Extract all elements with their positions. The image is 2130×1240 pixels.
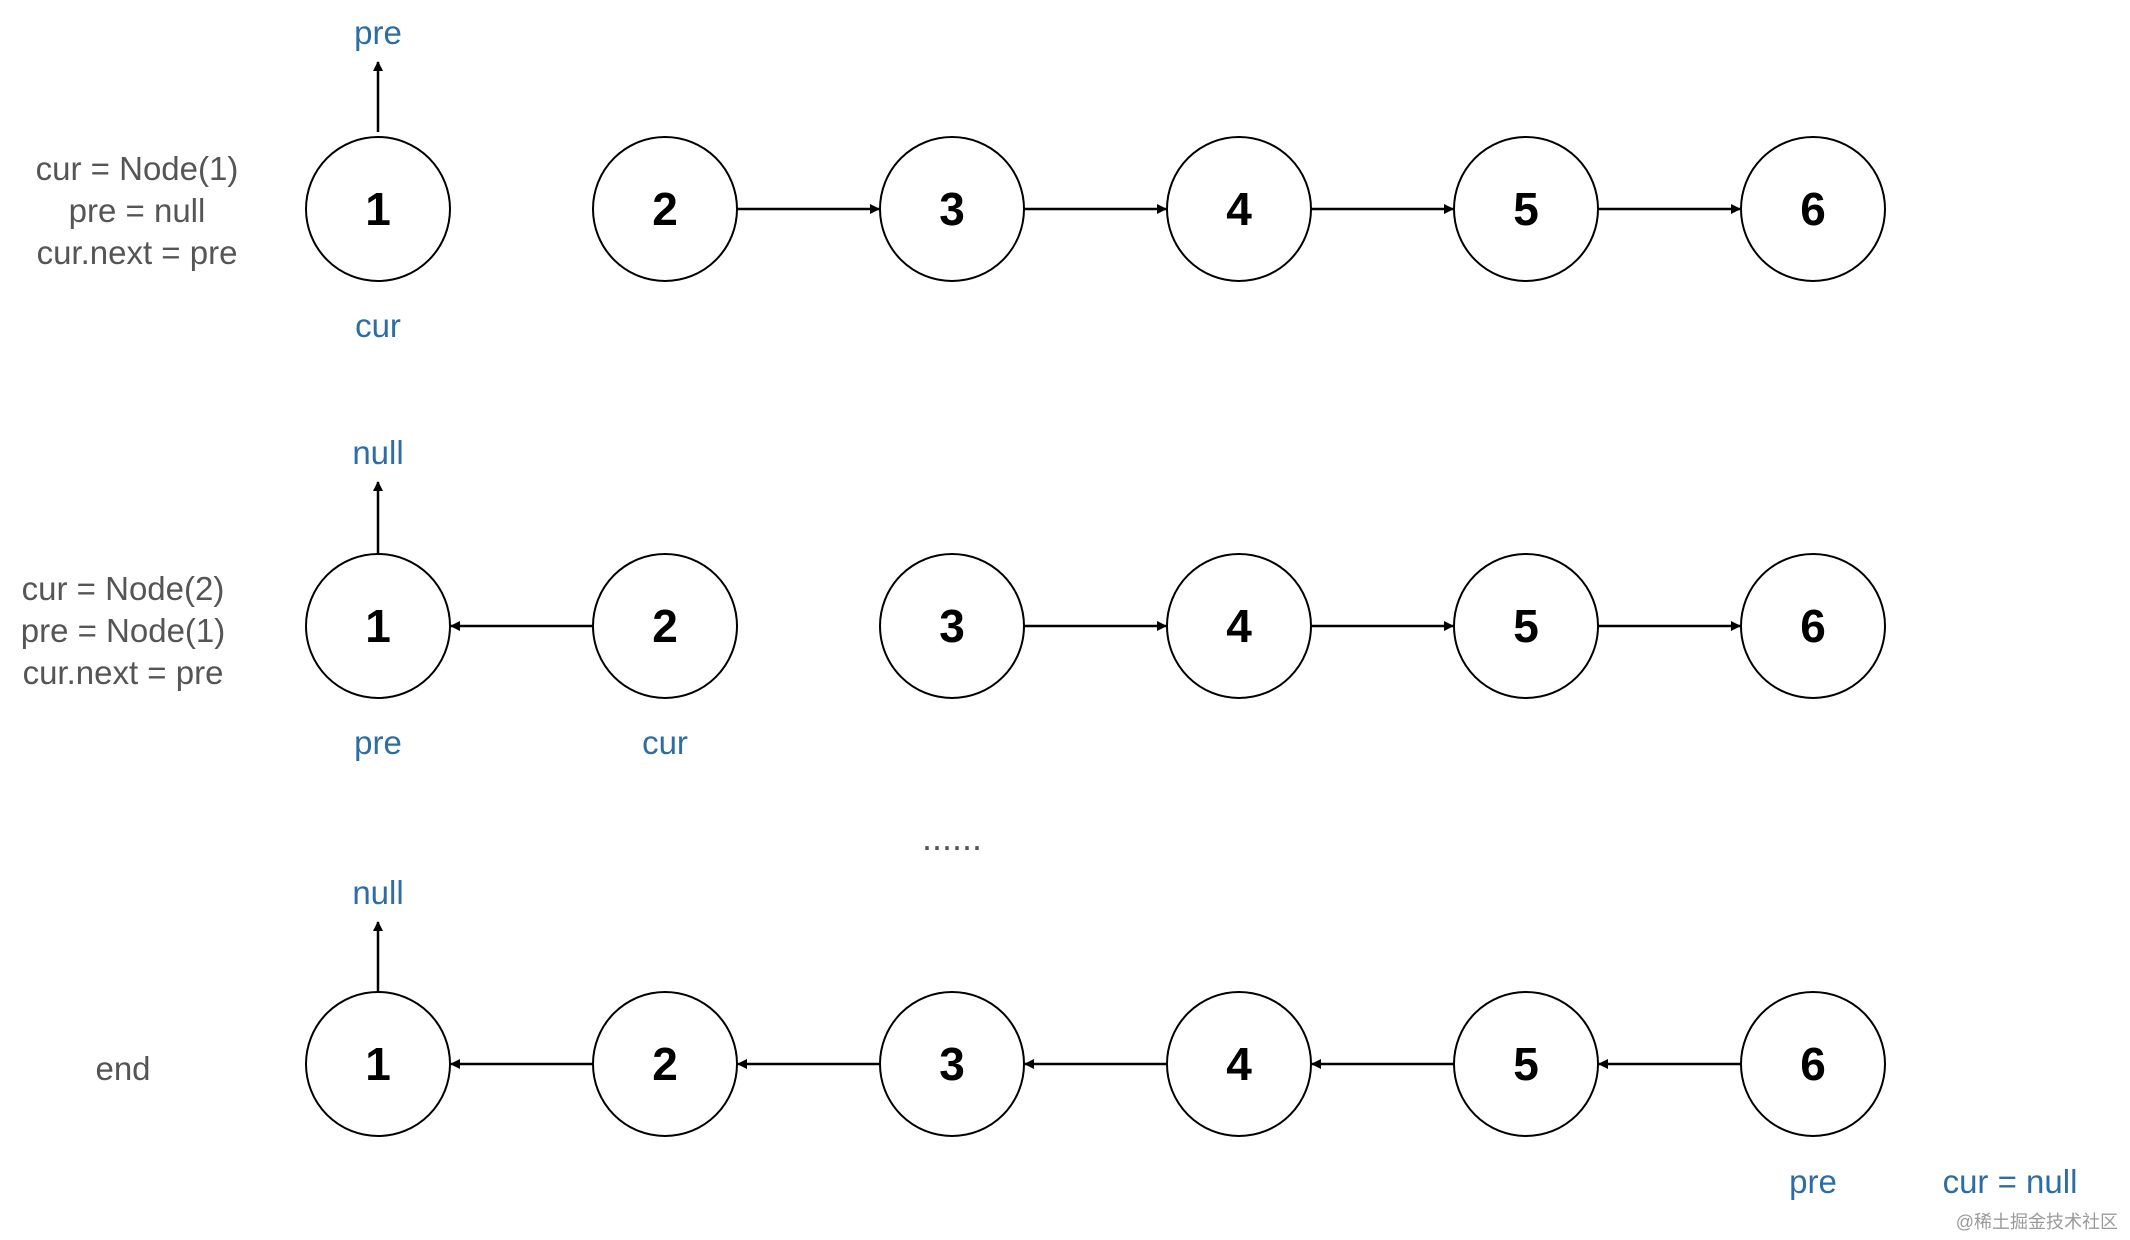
- row-3-node-value: 2: [652, 1038, 678, 1090]
- row-1-node: 2: [592, 136, 738, 282]
- row-3-node-value: 6: [1800, 1038, 1826, 1090]
- row-3-node: 6: [1740, 991, 1886, 1137]
- row-2-node-value: 3: [939, 600, 965, 652]
- ellipsis: ......: [922, 817, 982, 858]
- row-3: end null pre cur = null 1 2 3 4 5 6: [95, 874, 2077, 1200]
- row-2-pre-label: pre: [354, 724, 402, 761]
- row-2-node-circle: [1740, 553, 1886, 699]
- row-1-node-value: 5: [1513, 183, 1539, 235]
- row-2-node: 5: [1453, 553, 1599, 699]
- row-1-cur-label: cur: [355, 307, 401, 344]
- row-1-note-next: cur.next = pre: [37, 234, 238, 271]
- row-3-pre-label: pre: [1789, 1163, 1837, 1200]
- row-3-node: 5: [1453, 991, 1599, 1137]
- row-1-node-value: 6: [1800, 183, 1826, 235]
- row-2-node: 4: [1166, 553, 1312, 699]
- row-1-node-value: 2: [652, 183, 678, 235]
- row-1: cur = Node(1) pre = null cur.next = pre …: [36, 14, 1886, 344]
- row-1-node-circle: [1740, 136, 1886, 282]
- row-1-node: 4: [1166, 136, 1312, 282]
- row-2-node-value: 5: [1513, 600, 1539, 652]
- row-1-node-value: 1: [365, 183, 391, 235]
- row-1-note-pre: pre = null: [69, 192, 206, 229]
- row-1-pre-label: pre: [354, 14, 402, 51]
- row-3-node: 2: [592, 991, 738, 1137]
- row-1-node: 3: [879, 136, 1025, 282]
- row-2-node-value: 1: [365, 600, 391, 652]
- row-3-node: 4: [1166, 991, 1312, 1137]
- row-1-node-circle: [305, 136, 451, 282]
- row-2-node: 3: [879, 553, 1025, 699]
- row-2-null-label: null: [352, 434, 403, 471]
- row-3-node-value: 5: [1513, 1038, 1539, 1090]
- row-1-note-cur: cur = Node(1): [36, 150, 239, 187]
- row-2-note-pre: pre = Node(1): [21, 612, 226, 649]
- row-3-null-label: null: [352, 874, 403, 911]
- row-2-note-next: cur.next = pre: [23, 654, 224, 691]
- row-2-note-cur: cur = Node(2): [22, 570, 225, 607]
- row-1-node: 1: [305, 136, 451, 282]
- row-3-note-end: end: [95, 1050, 150, 1087]
- row-1-node-value: 3: [939, 183, 965, 235]
- row-3-node-value: 1: [365, 1038, 391, 1090]
- row-2-node: 1: [305, 553, 451, 699]
- row-3-node-value: 3: [939, 1038, 965, 1090]
- row-2-node-value: 4: [1226, 600, 1252, 652]
- row-2-node-value: 2: [652, 600, 678, 652]
- row-1-node-value: 4: [1226, 183, 1252, 235]
- row-3-node: 3: [879, 991, 1025, 1137]
- row-3-node-value: 4: [1226, 1038, 1252, 1090]
- row-2-node: 6: [1740, 553, 1886, 699]
- row-1-node: 5: [1453, 136, 1599, 282]
- row-2-node: 2: [592, 553, 738, 699]
- row-1-node: 6: [1740, 136, 1886, 282]
- row-3-node: 1: [305, 991, 451, 1137]
- row-2-node-value: 6: [1800, 600, 1826, 652]
- row-2: cur = Node(2) pre = Node(1) cur.next = p…: [21, 434, 1886, 761]
- watermark: @稀土掘金技术社区: [1956, 1212, 2118, 1232]
- row-2-cur-label: cur: [642, 724, 688, 761]
- row-3-cur-null-label: cur = null: [1943, 1163, 2078, 1200]
